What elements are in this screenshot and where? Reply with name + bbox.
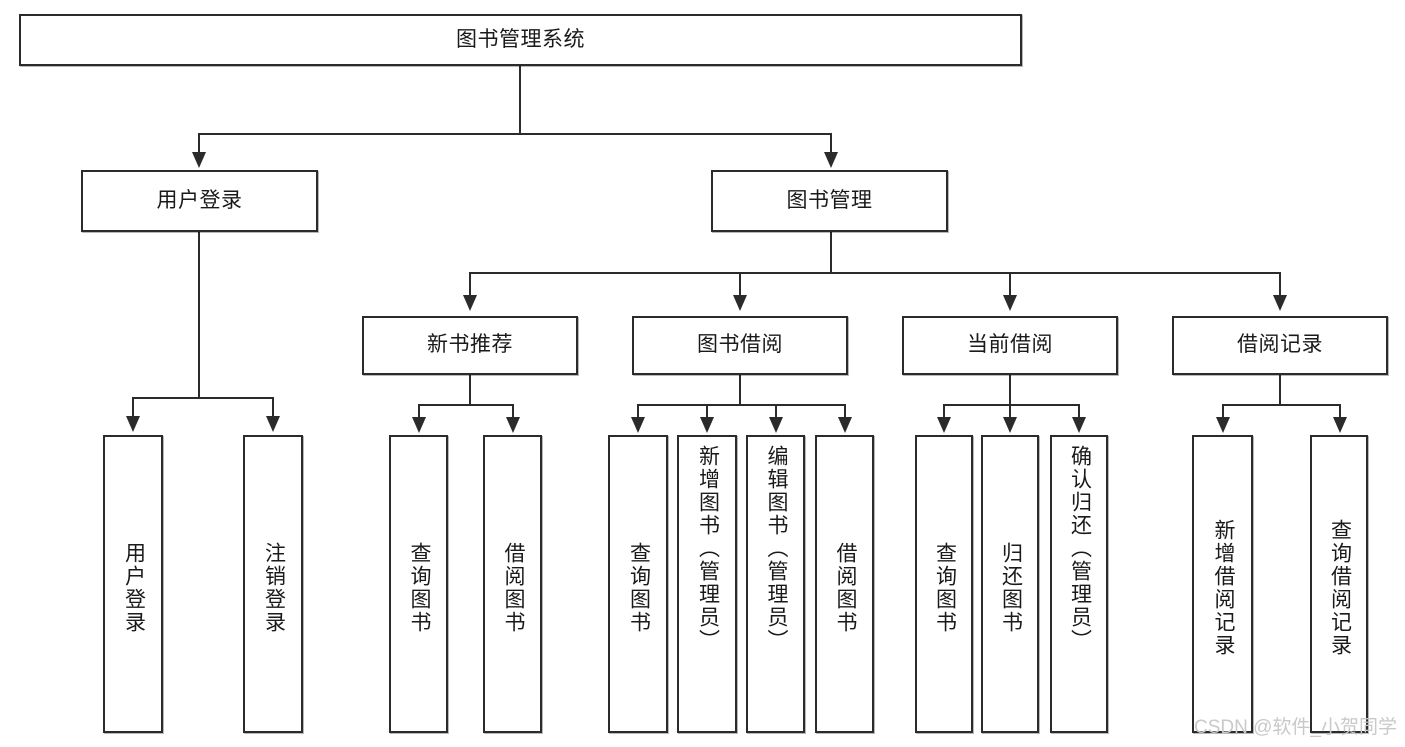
node-label: 图书管理 [786,188,873,212]
node-user-login[interactable]: 用户登录 [81,170,318,232]
leaf-edit-book-admin[interactable]: 编辑图书（管理员） [746,435,805,733]
leaf-return-books[interactable]: 归还图书 [981,435,1039,733]
leaf-add-book-admin[interactable]: 新增图书（管理员） [677,435,737,733]
node-label: 查询图书 [933,542,957,634]
connector-root-to-user-login [198,133,200,155]
node-label: 查询图书 [407,542,431,634]
connector-book-mgmt-drop-4 [1279,272,1281,296]
leaf-query-books-current[interactable]: 查询图书 [915,435,973,733]
connector-book-mgmt-drop-2 [739,272,741,296]
arrow-book-mgmt-to-current [1003,295,1017,311]
leaf-user-login[interactable]: 用户登录 [103,435,163,733]
arrow-user-login-leaf-1 [126,416,140,432]
connector-root-stem [519,66,521,133]
leaf-query-borrow-record[interactable]: 查询借阅记录 [1310,435,1368,733]
leaf-confirm-return-admin[interactable]: 确认归还（管理员） [1050,435,1108,733]
arrow-records-leaf-2 [1333,417,1347,433]
node-label: 查询借阅记录 [1328,519,1352,657]
arrow-current-leaf-1 [937,417,951,433]
node-label: 查询图书 [627,542,651,634]
connector-book-mgmt-bus [469,272,1281,274]
node-label: 借阅图书 [501,542,525,634]
connector-current-drop-1 [943,404,945,418]
leaf-query-books-borrow[interactable]: 查询图书 [608,435,668,733]
arrow-current-leaf-3 [1072,417,1086,433]
connector-user-login-drop-2 [272,397,274,417]
arrow-user-login-leaf-2 [266,416,280,432]
leaf-query-books-new[interactable]: 查询图书 [389,435,448,733]
arrow-records-leaf-1 [1216,417,1230,433]
connector-book-mgmt-stem [830,232,832,272]
arrow-borrow-leaf-3 [769,417,783,433]
connector-new-books-bus [418,404,513,406]
node-label: 借阅记录 [1237,333,1323,357]
connector-borrow-drop-4 [844,404,846,418]
node-label: 编辑图书（管理员） [764,445,788,652]
connector-borrow-drop-2 [706,404,708,418]
arrow-book-mgmt-to-records [1273,295,1287,311]
node-borrowing-records[interactable]: 借阅记录 [1172,316,1388,375]
arrow-book-mgmt-to-new-books [463,295,477,311]
connector-current-stem [1009,375,1011,404]
connector-records-stem [1279,375,1281,404]
connector-root-to-book-mgmt [830,133,832,155]
node-label: 当前借阅 [967,333,1053,357]
leaf-add-borrow-record[interactable]: 新增借阅记录 [1192,435,1253,733]
node-current-borrowing[interactable]: 当前借阅 [902,316,1118,375]
connector-borrow-drop-1 [637,404,639,418]
connector-user-login-drop-1 [132,397,134,417]
arrow-current-leaf-2 [1003,417,1017,433]
arrow-borrow-leaf-1 [631,417,645,433]
arrow-borrow-leaf-4 [838,417,852,433]
connector-records-drop-2 [1339,404,1341,418]
node-book-borrowing[interactable]: 图书借阅 [632,316,848,375]
arrow-root-to-book-mgmt [824,152,838,168]
csdn-watermark: CSDN @软件_小贺同学 [1194,717,1397,738]
arrow-root-to-user-login [192,152,206,168]
arrow-new-books-leaf-2 [506,417,520,433]
node-label: 图书管理系统 [456,27,585,51]
connector-book-mgmt-drop-1 [469,272,471,296]
connector-current-drop-2 [1009,404,1011,418]
connector-current-bus [943,404,1079,406]
connector-current-drop-3 [1078,404,1080,418]
connector-new-books-drop-2 [512,404,514,418]
node-label: 新增借阅记录 [1211,519,1235,657]
arrow-new-books-leaf-1 [412,417,426,433]
node-label: 归还图书 [999,542,1023,634]
arrow-book-mgmt-to-borrow [733,295,747,311]
arrow-borrow-leaf-2 [700,417,714,433]
leaf-borrow-books-new[interactable]: 借阅图书 [483,435,542,733]
leaf-borrow-books[interactable]: 借阅图书 [815,435,874,733]
connector-borrow-stem [739,375,741,404]
node-label: 新增图书（管理员） [696,445,720,652]
connector-records-drop-1 [1222,404,1224,418]
node-root-system[interactable]: 图书管理系统 [19,14,1022,66]
node-label: 用户登录 [156,188,243,212]
node-label: 借阅图书 [833,542,857,634]
node-label: 注销登录 [262,542,286,634]
node-book-management[interactable]: 图书管理 [711,170,948,232]
node-label: 新书推荐 [427,333,513,357]
connector-book-mgmt-drop-3 [1009,272,1011,296]
connector-new-books-stem [469,375,471,404]
node-new-book-recommendation[interactable]: 新书推荐 [362,316,578,375]
node-label: 确认归还（管理员） [1068,445,1092,652]
connector-new-books-drop-1 [418,404,420,418]
connector-user-login-stem [198,232,200,397]
leaf-logout[interactable]: 注销登录 [243,435,303,733]
connector-root-bus [198,133,832,135]
connector-borrow-bus [637,404,845,406]
node-label: 用户登录 [122,542,146,634]
connector-borrow-drop-3 [775,404,777,418]
connector-user-login-bus [132,397,274,399]
node-label: 图书借阅 [697,333,783,357]
connector-records-bus [1222,404,1340,406]
